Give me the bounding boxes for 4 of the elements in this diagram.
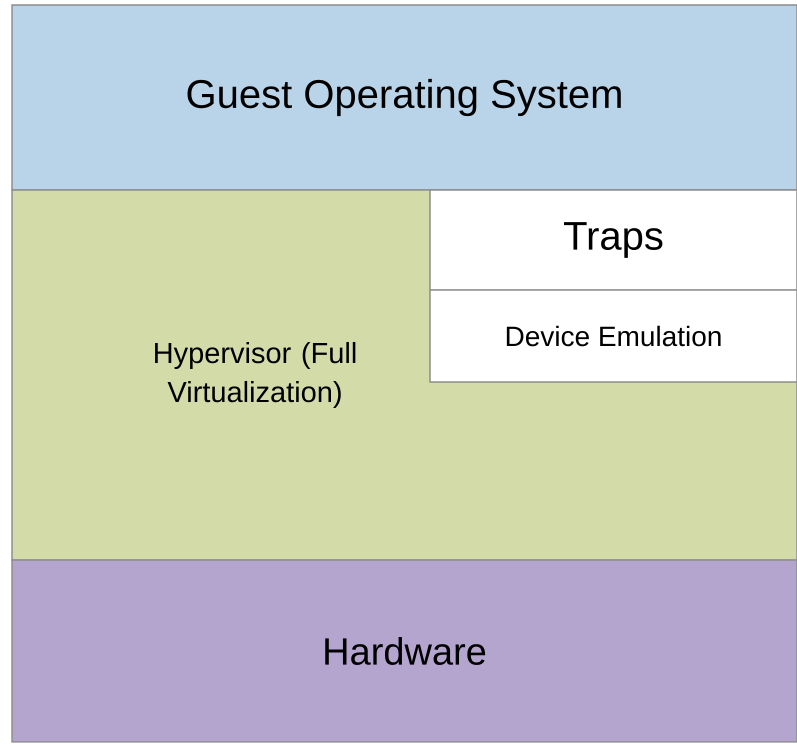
component-box: Traps <box>429 189 797 291</box>
component-box: Device Emulation <box>429 289 797 383</box>
layer-band: Hardware <box>11 559 797 743</box>
layer-band: Guest Operating System <box>11 4 797 191</box>
